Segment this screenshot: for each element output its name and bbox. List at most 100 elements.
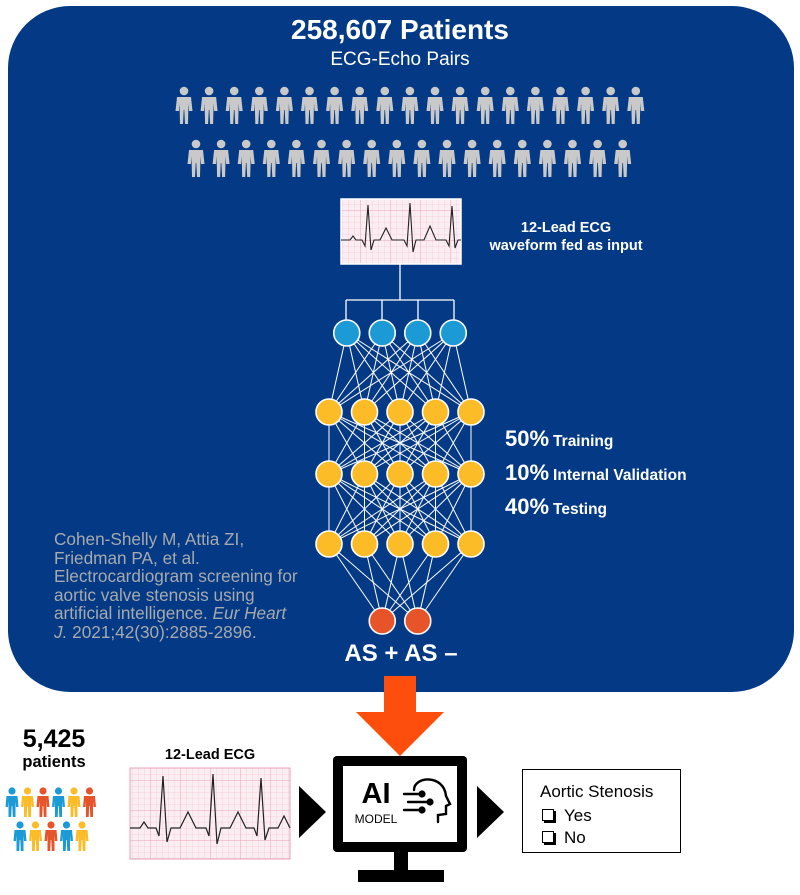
hidden-node xyxy=(421,530,450,558)
person-icon xyxy=(83,787,96,817)
connection-line xyxy=(328,332,419,413)
ecg-input-image xyxy=(340,198,462,265)
cohort-count: 5,425 xyxy=(22,725,86,753)
person-icon xyxy=(463,139,481,177)
split-training: 50%Training xyxy=(505,426,613,452)
split-label: Training xyxy=(553,433,614,450)
result-box xyxy=(522,769,681,853)
checkbox-icon xyxy=(542,809,554,821)
person-icon xyxy=(451,86,469,124)
output-node xyxy=(368,607,397,635)
hidden-node xyxy=(421,460,450,488)
input-node xyxy=(439,319,468,347)
person-icon xyxy=(29,821,42,851)
patient-icons-row-2 xyxy=(187,139,632,177)
person-icon xyxy=(44,821,58,851)
person-icon xyxy=(5,787,19,817)
ecg-to-network-connector xyxy=(345,264,455,320)
person-icon xyxy=(313,139,330,177)
cohort-label: patients xyxy=(22,753,86,771)
person-icon xyxy=(501,86,519,124)
connection-line xyxy=(381,543,472,622)
person-icon xyxy=(250,86,268,124)
checkbox-icon xyxy=(542,831,554,843)
person-icon xyxy=(338,139,356,177)
person-icon xyxy=(488,139,506,177)
connection-line xyxy=(328,332,454,413)
patients-title: 258,607 Patients xyxy=(291,14,509,45)
connection-line xyxy=(328,411,472,475)
person-icon xyxy=(212,139,230,177)
arrow-right-icon xyxy=(299,786,326,838)
hidden-node xyxy=(421,398,450,426)
ai-model-title: AI xyxy=(361,778,391,810)
connection-line xyxy=(328,332,383,413)
hidden-node xyxy=(457,398,485,426)
person-icon xyxy=(67,787,81,817)
hidden-node xyxy=(350,398,379,426)
citation-text: Cohen-Shelly M, Attia ZI, Friedman PA, e… xyxy=(54,529,298,624)
split-testing: 40%Testing xyxy=(505,494,607,520)
hidden-node xyxy=(315,398,343,426)
input-node xyxy=(368,319,397,347)
person-icon xyxy=(577,86,595,124)
person-icon xyxy=(564,139,581,177)
person-icon xyxy=(351,86,369,124)
person-icon xyxy=(476,86,494,124)
connection-line xyxy=(328,411,436,475)
split-percent: 40% xyxy=(505,494,550,519)
person-icon xyxy=(287,139,305,177)
ecg-caption-line-1: 12-Lead ECG xyxy=(520,220,612,236)
connection-line xyxy=(364,473,472,545)
result-option-no: No xyxy=(542,828,586,848)
connection-line xyxy=(399,473,472,545)
person-icon xyxy=(363,139,381,177)
result-title: Aortic Stenosis xyxy=(540,782,654,801)
person-icon xyxy=(388,139,406,177)
hidden-node xyxy=(386,530,414,558)
person-icon xyxy=(21,787,34,817)
connection-line xyxy=(399,411,472,475)
ecg-small-image xyxy=(129,767,291,860)
split-validation: 10%Internal Validation xyxy=(505,460,687,486)
person-icon xyxy=(426,86,444,124)
connection-line xyxy=(328,473,472,545)
person-icon xyxy=(301,86,318,124)
ecg-small-label: 12-Lead ECG xyxy=(164,747,256,763)
person-icon xyxy=(262,139,280,177)
input-node xyxy=(332,319,361,347)
connection-line xyxy=(328,473,436,545)
person-icon xyxy=(237,139,255,177)
person-icon xyxy=(526,86,544,124)
person-icon xyxy=(200,86,218,124)
person-icon xyxy=(513,139,531,177)
connection-line xyxy=(399,332,454,413)
hidden-node xyxy=(457,530,485,558)
ai-head-icon xyxy=(402,778,452,824)
split-percent: 10% xyxy=(505,460,550,485)
citation-volume: 2021;42(30):2885-2896. xyxy=(67,621,257,642)
split-percent: 50% xyxy=(505,426,550,451)
option-label: Yes xyxy=(564,806,592,825)
ecg-caption-line-2: waveform fed as input xyxy=(489,238,643,254)
down-arrow-icon xyxy=(356,676,444,756)
hidden-node xyxy=(350,460,379,488)
output-node xyxy=(403,607,432,635)
person-icon xyxy=(602,86,620,124)
person-icon xyxy=(13,821,27,851)
hidden-node xyxy=(457,460,485,488)
hidden-node xyxy=(350,530,379,558)
connection-line xyxy=(328,473,401,545)
ecg-input-caption: 12-Lead ECG waveform fed as input xyxy=(466,219,666,255)
patient-icons-row-1 xyxy=(175,86,645,124)
connection-line xyxy=(364,411,472,475)
person-icon xyxy=(52,787,65,817)
citation-journal: Eur Heart J. xyxy=(54,603,287,642)
output-labels: AS + AS – xyxy=(344,640,458,667)
person-icon xyxy=(376,86,394,124)
arrow-right-icon xyxy=(477,786,504,838)
person-icon xyxy=(187,139,205,177)
result-option-yes: Yes xyxy=(542,806,592,826)
connection-line xyxy=(381,543,436,622)
